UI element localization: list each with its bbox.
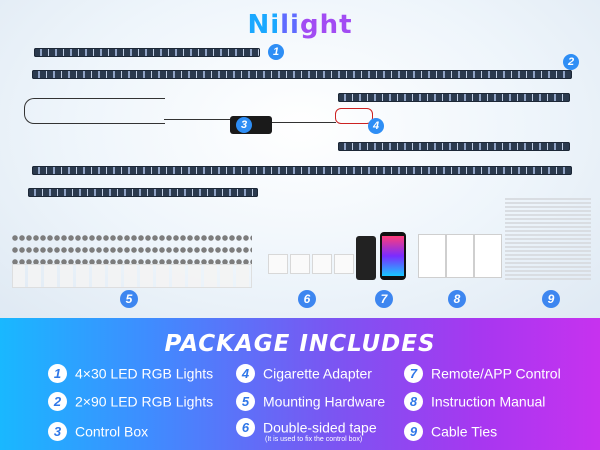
mounting-screws-image xyxy=(12,234,252,264)
led-strip-long xyxy=(32,166,572,175)
led-strip-short xyxy=(28,188,258,197)
part-badge-5: 5 xyxy=(120,290,138,308)
item-number: 4 xyxy=(236,364,255,383)
part-badge-4: 4 xyxy=(368,118,384,134)
item-label: Mounting Hardware xyxy=(263,393,386,410)
led-strip-short xyxy=(34,48,260,57)
item-label: Control Box xyxy=(75,423,149,440)
part-badge-7: 7 xyxy=(375,290,393,308)
product-image-area: Nilight 1 2 3 4 5 6 7 8 9 xyxy=(0,0,600,318)
instruction-manual-image xyxy=(418,234,446,278)
cable xyxy=(164,119,230,120)
item-label: 4×30 LED RGB Lights xyxy=(75,365,214,382)
logo-part-1: Ni xyxy=(247,10,281,40)
list-item: 3 Control Box xyxy=(48,422,148,441)
item-label: Double-sided tape xyxy=(263,419,377,436)
list-item: 1 4×30 LED RGB Lights xyxy=(48,364,213,383)
item-label: Cigarette Adapter xyxy=(263,365,372,382)
double-sided-tape-image xyxy=(268,254,288,274)
led-strip-short xyxy=(338,93,570,102)
led-strip-short xyxy=(338,142,570,151)
tape-note: (It is used to fix the control box) xyxy=(265,436,363,443)
part-badge-3: 3 xyxy=(236,117,252,133)
list-item: 2 2×90 LED RGB Lights xyxy=(48,392,213,411)
logo-part-2: li xyxy=(280,10,300,40)
part-badge-6: 6 xyxy=(298,290,316,308)
item-label: 2×90 LED RGB Lights xyxy=(75,393,214,410)
package-title: PACKAGE INCLUDES xyxy=(164,331,436,357)
list-item: 6 Double-sided tape xyxy=(236,418,377,437)
remote-control-image xyxy=(356,236,376,280)
double-sided-tape-image xyxy=(290,254,310,274)
item-label: Remote/APP Control xyxy=(431,365,561,382)
item-number: 5 xyxy=(236,392,255,411)
item-number: 9 xyxy=(404,422,423,441)
nilight-logo: Nilight xyxy=(0,10,600,40)
item-label: Instruction Manual xyxy=(431,393,546,410)
instruction-manual-image xyxy=(446,234,474,278)
phone-app-image xyxy=(380,232,406,280)
part-badge-1: 1 xyxy=(268,44,284,60)
item-number: 3 xyxy=(48,422,67,441)
part-badge-2: 2 xyxy=(563,54,579,70)
list-item: 8 Instruction Manual xyxy=(404,392,545,411)
item-number: 6 xyxy=(236,418,255,437)
item-label: Cable Ties xyxy=(431,423,498,440)
item-number: 1 xyxy=(48,364,67,383)
instruction-manual-image xyxy=(474,234,502,278)
item-number: 8 xyxy=(404,392,423,411)
list-item: 5 Mounting Hardware xyxy=(236,392,385,411)
list-item: 4 Cigarette Adapter xyxy=(236,364,372,383)
double-sided-tape-image xyxy=(334,254,354,274)
led-strip-long xyxy=(32,70,572,79)
part-badge-8: 8 xyxy=(448,290,466,308)
cable xyxy=(272,122,336,123)
cigarette-adapter-cable xyxy=(335,108,373,124)
item-number: 7 xyxy=(404,364,423,383)
list-item: 9 Cable Ties xyxy=(404,422,497,441)
list-item: 7 Remote/APP Control xyxy=(404,364,561,383)
part-badge-9: 9 xyxy=(542,290,560,308)
double-sided-tape-image xyxy=(312,254,332,274)
cable xyxy=(24,98,165,124)
logo-part-3: ght xyxy=(299,10,353,40)
item-number: 2 xyxy=(48,392,67,411)
cable-ties-image xyxy=(505,198,591,280)
mounting-clips-image xyxy=(12,264,252,288)
